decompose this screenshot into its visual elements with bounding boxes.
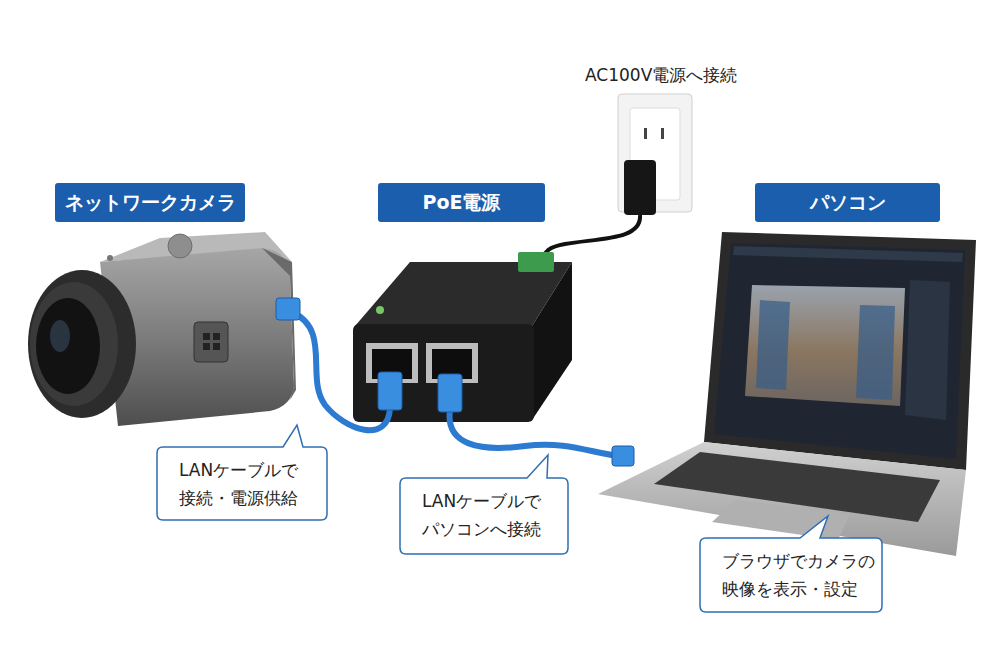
network-camera <box>28 232 296 426</box>
rj45-plug <box>276 298 634 466</box>
tag-text: ネットワークカメラ <box>65 190 236 216</box>
wall-outlet <box>543 94 692 258</box>
laptop <box>598 232 976 556</box>
lan-cable <box>292 312 624 456</box>
callout-text: LANケーブルで パソコンへ接続 <box>422 487 560 543</box>
tag-text: パソコン <box>810 190 886 216</box>
bubble-outline <box>700 538 882 612</box>
section-tag: PoE電源 <box>378 183 545 222</box>
callout-text: ブラウザでカメラの 映像を表示・設定 <box>722 547 874 603</box>
bubble-shape <box>400 455 568 554</box>
callout-bubble: LANケーブルで 接続・電源供給 <box>157 447 327 520</box>
poe-injector <box>353 252 572 422</box>
section-tag: ネットワークカメラ <box>55 183 245 222</box>
bubble-outline <box>400 478 568 554</box>
tag-text: PoE電源 <box>423 190 501 216</box>
bubble-shape <box>700 516 882 612</box>
callout-bubble: LANケーブルで パソコンへ接続 <box>400 478 568 554</box>
section-tag: パソコン <box>755 183 940 222</box>
callout-bubble: ブラウザでカメラの 映像を表示・設定 <box>700 538 882 612</box>
note-label: AC100V電源へ接続 <box>585 64 737 87</box>
bubble-shape <box>157 425 327 520</box>
callout-text: LANケーブルで 接続・電源供給 <box>179 456 319 512</box>
bubble-outline <box>157 447 327 520</box>
